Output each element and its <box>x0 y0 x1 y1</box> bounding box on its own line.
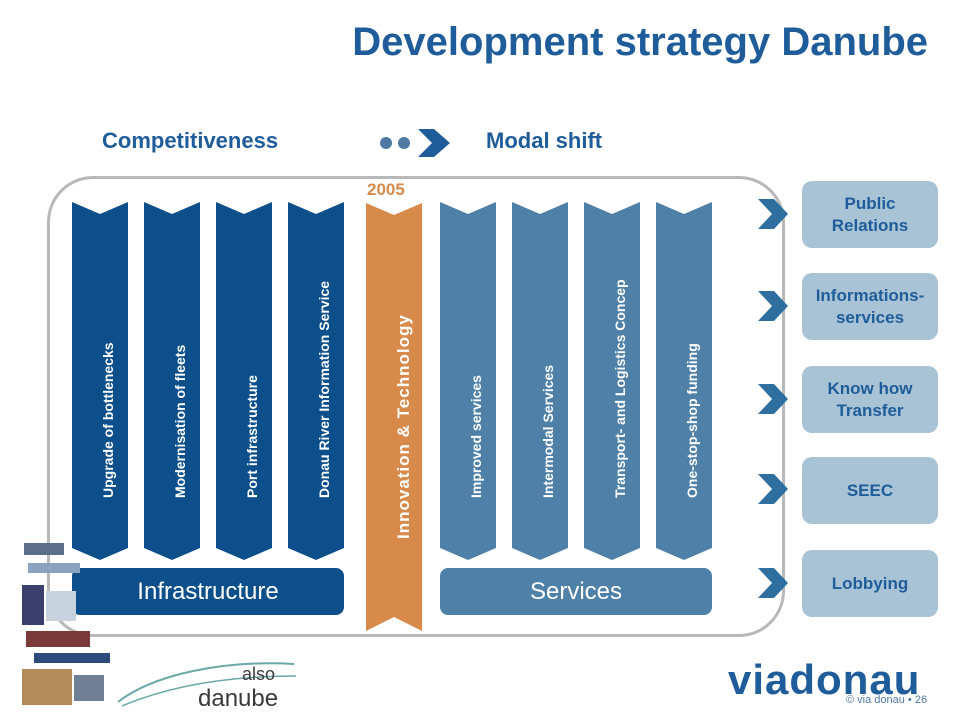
modal-shift-heading: Modal shift <box>486 128 603 153</box>
column-modernisation-of-fleets: Modernisation of fleets <box>144 202 200 560</box>
footer-copyright: © via donau • 26 <box>846 694 928 706</box>
page-title: Development strategy Danube <box>352 20 928 64</box>
services-bar: Services <box>440 568 712 615</box>
box-line: Public <box>844 194 896 214</box>
box-line: Informations- <box>815 286 925 306</box>
informations-services-box: Informations-services <box>802 273 938 340</box>
chevron-right-icon <box>758 199 788 229</box>
column-label: Donau River Information Service <box>316 280 332 498</box>
column-one-stop-shop-funding: One-stop-shop funding <box>656 202 712 560</box>
column-label: Innovation & Technology <box>394 314 413 539</box>
column-label: Intermodal Services <box>540 364 556 498</box>
column-improved-services: Improved services <box>440 202 496 560</box>
column-label: Transport- and Logistics Concep <box>612 279 628 498</box>
box-line: Relations <box>831 215 909 235</box>
viadonau-logo: viadonau <box>728 656 921 703</box>
box-line: Lobbying <box>831 573 909 593</box>
lobbying-box: Lobbying <box>802 550 938 617</box>
column-label: One-stop-shop funding <box>684 343 700 498</box>
column-label: Modernisation of fleets <box>172 344 188 498</box>
also-danube-logo: also danube <box>117 662 297 710</box>
column-transport-logistics-concept: Transport- and Logistics Concep <box>584 202 640 560</box>
column-innovation-technology: Innovation & Technology <box>366 203 422 631</box>
column-label: Upgrade of bottlenecks <box>100 342 116 498</box>
chevron-right-icon <box>758 474 788 504</box>
column-port-infrastructure: Port infrastructure <box>216 202 272 560</box>
column-label: Improved services <box>468 375 484 498</box>
danube-text: danube <box>198 685 278 710</box>
column-label: Port infrastructure <box>244 375 260 498</box>
also-text: also <box>242 664 275 684</box>
box-line: SEEC <box>846 480 894 500</box>
photo-collage-image <box>22 543 110 705</box>
arrow-dots-icon <box>380 129 450 157</box>
year-label: 2005 <box>367 180 405 199</box>
box-line: services <box>835 307 905 327</box>
seec-box: SEEC <box>802 457 938 524</box>
column-upgrade-of-bottlenecks: Upgrade of bottlenecks <box>72 202 128 560</box>
column-intermodal-services: Intermodal Services <box>512 202 568 560</box>
strategy-frame <box>47 176 785 637</box>
competitiveness-heading: Competitiveness <box>102 128 279 153</box>
box-line: Transfer <box>836 400 904 420</box>
box-line: Know how <box>827 379 913 399</box>
chevron-right-icon <box>758 384 788 414</box>
chevron-right-icon <box>758 568 788 598</box>
column-donau-river-information-service: Donau River Information Service <box>288 202 344 560</box>
chevron-right-icon <box>758 291 788 321</box>
infrastructure-bar: Infrastructure <box>72 568 344 615</box>
